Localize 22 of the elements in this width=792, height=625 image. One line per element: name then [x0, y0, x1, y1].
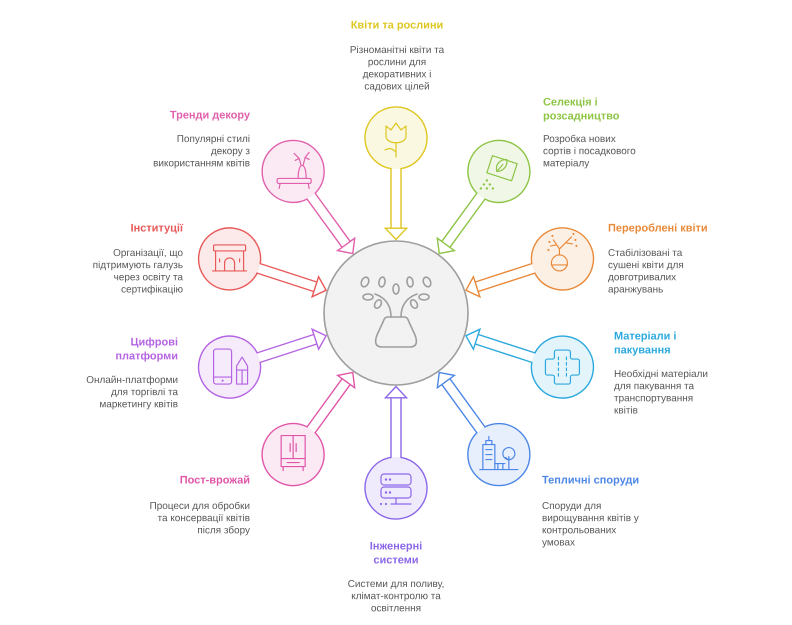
description: Стабілізовані та сушені квіти для довготривалих аранжувань [608, 248, 684, 295]
heading: Квіти та рослини [351, 20, 442, 31]
heading: Пост-врожай [180, 475, 250, 486]
description: Споруди для вирощування квітів у контрольованих умовах [542, 502, 639, 548]
description: Системи для поливу, клімат-контролю та освітлення [348, 580, 444, 612]
description: Онлайн-платформи для торгівлі та маркетингу квітів [86, 376, 178, 410]
arrow [436, 372, 486, 434]
arrow [306, 192, 356, 254]
description: Організації, що підтримують галузь через освіту та сертифікацію [93, 248, 183, 295]
heading: Інституції [131, 224, 184, 234]
heading: Селекція і розсадництво [543, 98, 620, 122]
description: Необхідні матеріали для пакування та транспортування квітів [614, 370, 708, 414]
description: Розробка нових сортів і посадкового матеріалу [543, 134, 636, 168]
description: Різноманітні квіти та рослини для декоративних і садових цілей [350, 46, 444, 92]
heading: Матеріали і пакування [614, 332, 676, 356]
heading: Тепличні споруди [542, 476, 638, 486]
heading: Тренди декору [170, 110, 250, 121]
heading: Перероблені квіти [608, 223, 707, 234]
heading: Цифрові платформи [116, 338, 178, 362]
description: Процеси для обробки та консервації квітів після збору [150, 502, 250, 536]
description: Популярні стилі декору з використанням квітів [154, 134, 250, 168]
heading: Інженерні системи [370, 542, 422, 564]
